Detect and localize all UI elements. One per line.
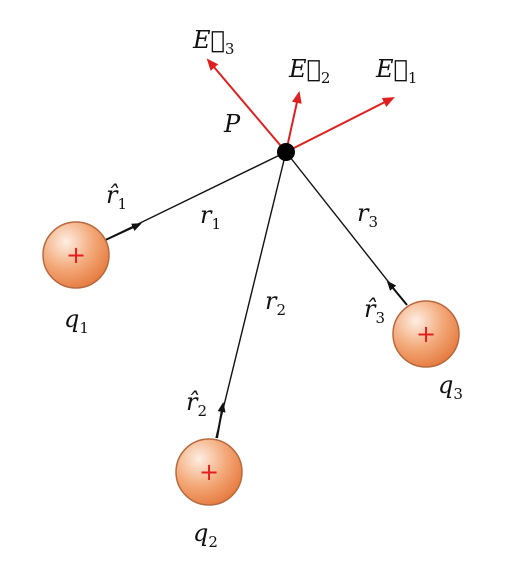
r2-label: r2 <box>265 287 286 319</box>
r3-label: r3 <box>357 199 378 231</box>
charge-q3: + <box>392 300 460 368</box>
q3-plus-sign: + <box>416 320 436 348</box>
charge-q2: + <box>175 438 243 506</box>
point-P-label: P <box>223 110 241 138</box>
charge-q1: + <box>42 221 110 289</box>
r3-hat-label: r̂3 <box>364 295 385 327</box>
r1-label: r1 <box>200 201 221 233</box>
r2-hat-label: r̂2 <box>186 388 207 420</box>
q2-label: q2 <box>193 519 218 551</box>
r1-hat-label: r̂1 <box>106 181 127 213</box>
r3-line <box>285 151 407 305</box>
q2-plus-sign: + <box>199 458 219 486</box>
r3-unit-arrow <box>386 280 408 306</box>
E2-label: E⃗2 <box>288 55 330 87</box>
E2-vector <box>285 91 302 153</box>
q3-label: q3 <box>438 371 463 403</box>
q1-label: q1 <box>64 305 89 337</box>
r2-line <box>215 151 287 439</box>
E1-vector <box>285 97 395 153</box>
r2-unit-arrow <box>216 402 226 439</box>
q1-plus-sign: + <box>66 241 86 269</box>
E1-label: E⃗1 <box>375 55 417 87</box>
E3-label: E⃗3 <box>192 26 234 58</box>
point-P <box>277 143 295 161</box>
E3-vector <box>206 58 287 153</box>
